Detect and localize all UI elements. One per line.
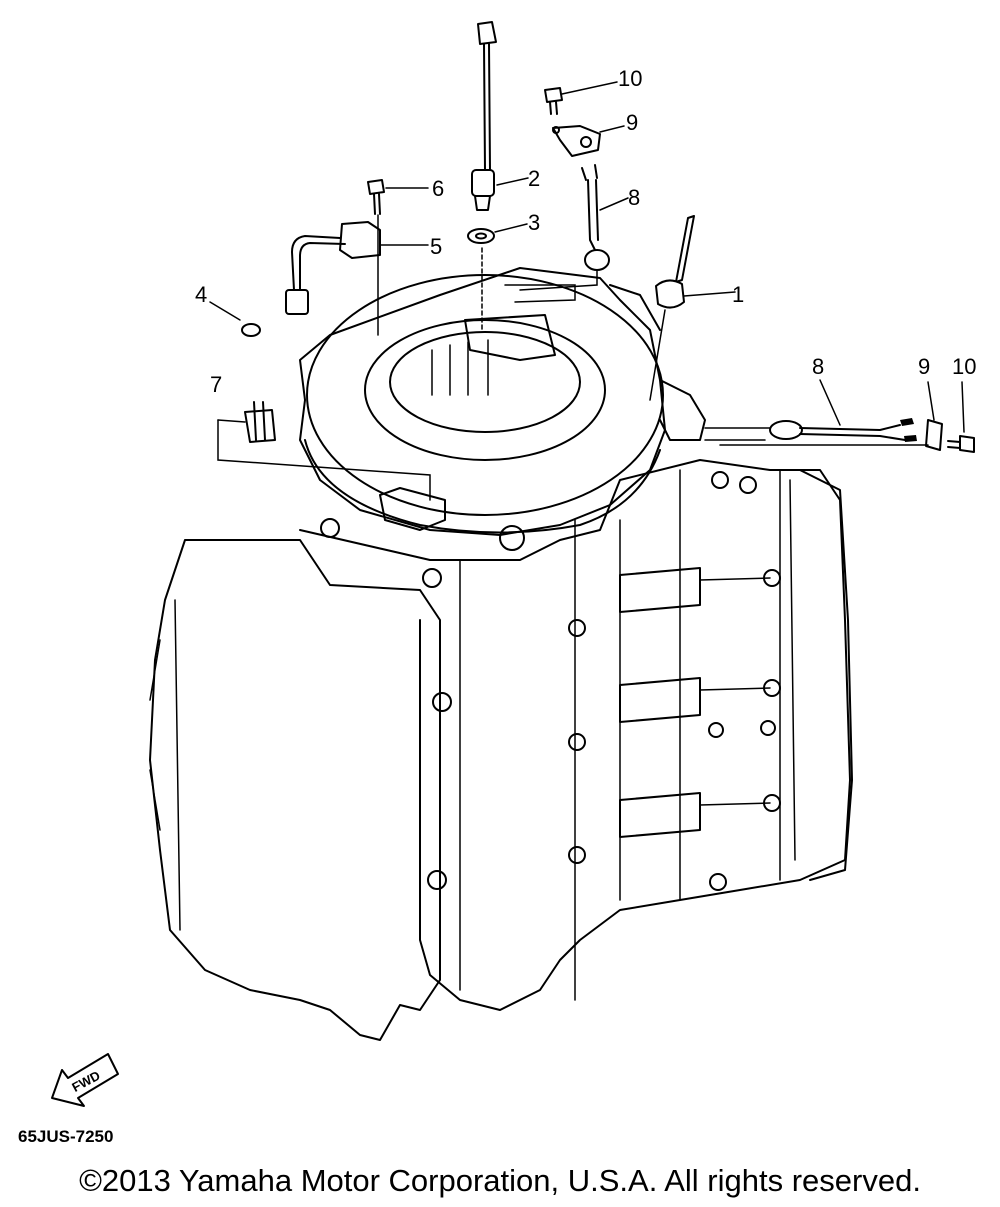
- part-5-switch: 5: [285, 214, 442, 336]
- cylinder-bands: [619, 567, 781, 838]
- part-9-bracket-top: 9: [552, 110, 638, 157]
- part-8-lead-wire-top: 8: [519, 164, 640, 291]
- callout-5: 5: [430, 234, 442, 259]
- callout-6: 6: [432, 176, 444, 201]
- callout-10-side: 10: [952, 354, 976, 379]
- part-9-bracket-side: 9: [719, 354, 943, 451]
- part-1-temperature-sensor: 1: [649, 215, 744, 401]
- part-8-lead-wire-side: 8: [704, 354, 917, 442]
- callout-8-top: 8: [628, 185, 640, 210]
- callout-4: 4: [195, 282, 207, 307]
- callout-1: 1: [732, 282, 744, 307]
- callout-9-top: 9: [626, 110, 638, 135]
- stator-coils: [431, 284, 576, 396]
- part-4-clip: 4: [195, 282, 261, 337]
- callout-3: 3: [528, 210, 540, 235]
- callout-10-top: 10: [618, 66, 642, 91]
- part-10-bolt-side: 10: [947, 354, 976, 453]
- callout-8-side: 8: [812, 354, 824, 379]
- drawing-code: 65JUS-7250: [18, 1127, 114, 1146]
- fwd-direction-arrow: FWD: [51, 1053, 119, 1107]
- callout-7: 7: [210, 372, 222, 397]
- bolt-bosses: [320, 471, 776, 891]
- engine-block: [149, 459, 853, 1041]
- flywheel-cover: [299, 267, 706, 551]
- part-3-gasket-washer: 3: [467, 210, 540, 244]
- callout-9-side: 9: [918, 354, 930, 379]
- callout-2: 2: [528, 166, 540, 191]
- part-2-sender-switch: 2: [471, 21, 540, 331]
- part-6-screw: 6: [367, 176, 444, 215]
- part-10-bolt-top: 10: [544, 66, 642, 115]
- part-7-connector-holder: 7: [210, 372, 431, 501]
- copyright-notice: ©2013 Yamaha Motor Corporation, U.S.A. A…: [79, 1163, 921, 1198]
